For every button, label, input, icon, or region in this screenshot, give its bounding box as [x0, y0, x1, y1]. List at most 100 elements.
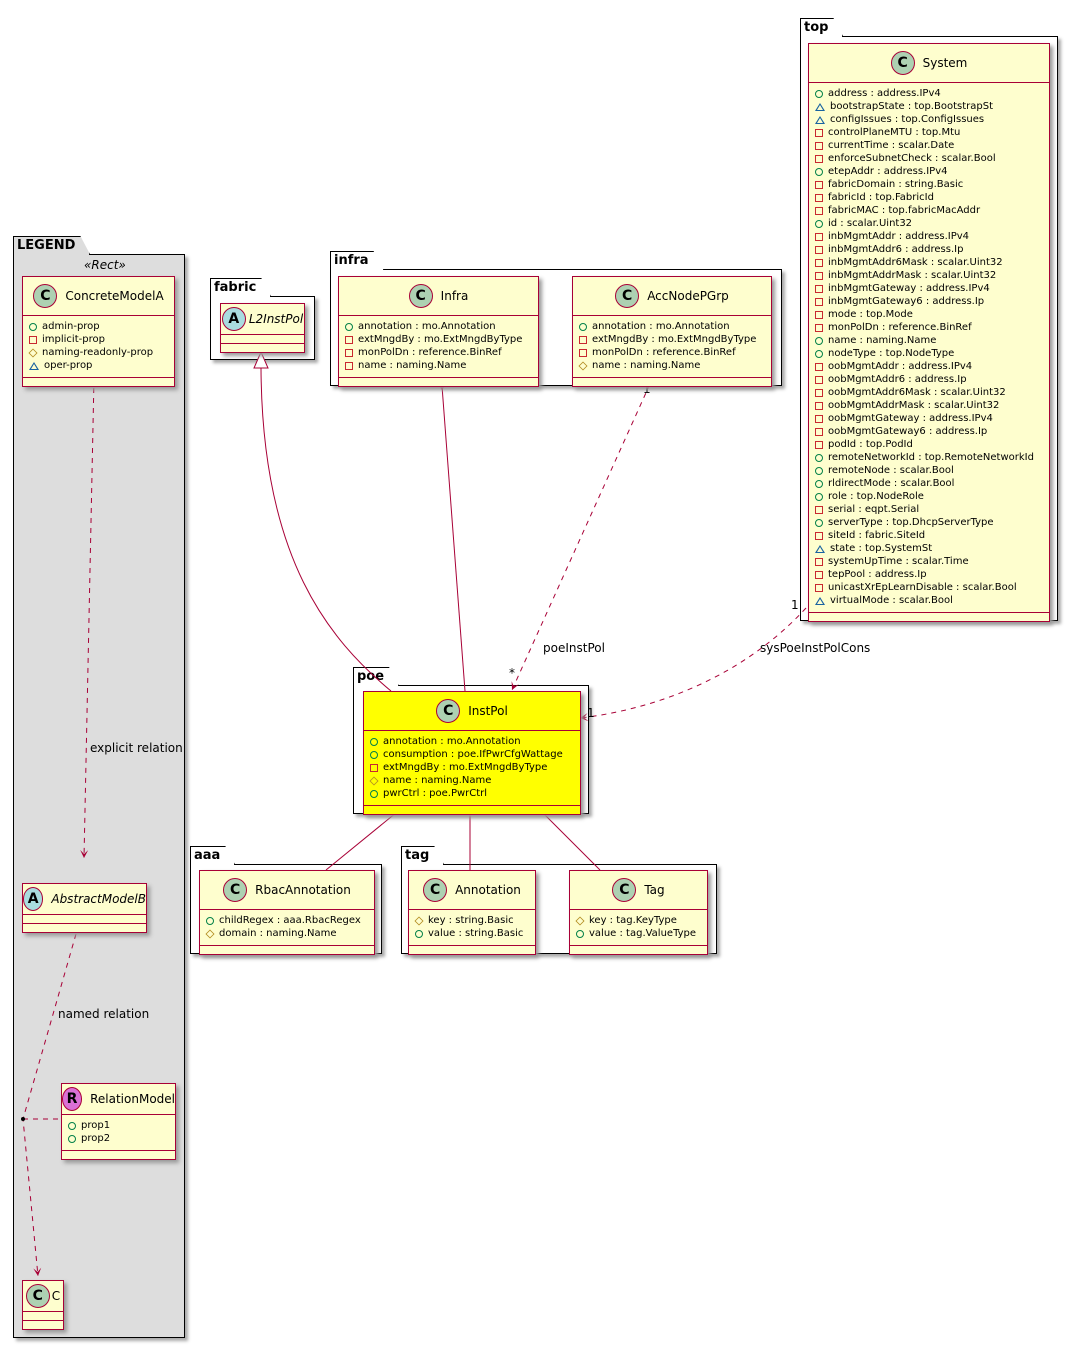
legend-stereotype: «Rect»: [84, 258, 126, 272]
private-visibility-icon: [815, 284, 823, 293]
public-visibility-icon: [815, 479, 823, 488]
attribute-row: oobMgmtAddr : address.IPv4: [815, 360, 1043, 373]
public-visibility-icon: [815, 518, 823, 527]
attribute-row: extMngdBy : mo.ExtMngdByType: [345, 333, 532, 346]
private-visibility-icon: [815, 232, 823, 241]
public-visibility-icon: [370, 737, 378, 746]
attribute-row: id : scalar.Uint32: [815, 217, 1043, 230]
attribute-text: key : tag.KeyType: [589, 915, 677, 926]
attribute-row: bootstrapState : top.BootstrapSt: [815, 100, 1043, 113]
private-visibility-icon: [815, 583, 823, 592]
class-icon: C: [890, 51, 915, 75]
class-abstract-model-b[interactable]: A AbstractModelB: [22, 883, 147, 933]
package-top-label: top: [800, 18, 843, 37]
attribute-row: oobMgmtAddr6 : address.Ip: [815, 373, 1043, 386]
attribute-row: controlPlaneMTU : top.Mtu: [815, 126, 1043, 139]
generalization-line: [260, 367, 392, 692]
attribute-text: oper-prop: [44, 360, 93, 371]
protected-visibility-icon: [578, 360, 588, 371]
generalization-arrowhead: [253, 350, 269, 369]
class-icon: C: [25, 1284, 50, 1308]
attribute-row: childRegex : aaa.RbacRegex: [206, 914, 368, 927]
private-visibility-icon: [815, 310, 823, 319]
poe-inst-pol-source-mult: 1: [643, 382, 651, 396]
attribute-row: annotation : mo.Annotation: [579, 320, 765, 333]
attribute-row: admin-prop: [29, 320, 168, 333]
attribute-row: address : address.IPv4: [815, 87, 1043, 100]
package-visibility-icon: [815, 102, 825, 111]
class-icon: C: [612, 878, 637, 902]
attribute-text: mode : top.Mode: [828, 309, 913, 320]
attribute-row: enforceSubnetCheck : scalar.Bool: [815, 152, 1043, 165]
attribute-text: unicastXrEpLearnDisable : scalar.Bool: [828, 582, 1017, 593]
protected-visibility-icon: [28, 347, 38, 358]
attribute-row: fabricId : top.FabricId: [815, 191, 1043, 204]
public-visibility-icon: [815, 492, 823, 501]
public-visibility-icon: [579, 322, 587, 331]
attribute-text: inbMgmtGateway6 : address.Ip: [828, 296, 985, 307]
attribute-row: consumption : poe.IfPwrCfgWattage: [370, 748, 574, 761]
attribute-text: serial : eqpt.Serial: [828, 504, 920, 515]
attribute-row: naming-readonly-prop: [28, 346, 168, 359]
attribute-row: fabricMAC : top.fabricMacAddr: [815, 204, 1043, 217]
abstract-class-icon: A: [23, 887, 44, 911]
attribute-row: extMngdBy : mo.ExtMngdByType: [370, 761, 574, 774]
attribute-text: role : top.NodeRole: [828, 491, 924, 502]
class-name: AbstractModelB: [51, 892, 146, 906]
protected-visibility-icon: [205, 928, 215, 939]
attribute-row: oobMgmtAddr6Mask : scalar.Uint32: [815, 386, 1043, 399]
attribute-row: virtualMode : scalar.Bool: [815, 594, 1043, 607]
class-name: C: [51, 1289, 61, 1303]
attribute-text: podId : top.PodId: [828, 439, 913, 450]
attribute-text: prop1: [81, 1120, 111, 1131]
public-visibility-icon: [815, 349, 823, 358]
attribute-text: inbMgmtAddrMask : scalar.Uint32: [828, 270, 997, 281]
private-visibility-icon: [815, 141, 823, 150]
composition-tag-line: [537, 807, 601, 871]
class-icon: C: [223, 878, 248, 902]
private-visibility-icon: [370, 763, 378, 772]
public-visibility-icon: [815, 89, 823, 98]
attribute-row: nodeType : top.NodeType: [815, 347, 1043, 360]
public-visibility-icon: [370, 789, 378, 798]
attribute-row: name : naming.Name: [815, 334, 1043, 347]
public-visibility-icon: [576, 929, 584, 938]
attribute-text: fabricDomain : string.Basic: [828, 179, 964, 190]
attribute-row: podId : top.PodId: [815, 438, 1043, 451]
attribute-text: monPolDn : reference.BinRef: [592, 347, 736, 358]
attribute-text: bootstrapState : top.BootstrapSt: [830, 101, 993, 112]
attribute-text: name : naming.Name: [828, 335, 937, 346]
attribute-text: rldirectMode : scalar.Bool: [828, 478, 955, 489]
relation-class-icon: R: [62, 1087, 83, 1111]
poe-inst-pol-label: poeInstPol: [543, 641, 605, 655]
attribute-row: key : tag.KeyType: [575, 914, 701, 927]
attribute-row: systemUpTime : scalar.Time: [815, 555, 1043, 568]
attribute-row: oobMgmtAddrMask : scalar.Uint32: [815, 399, 1043, 412]
attribute-text: childRegex : aaa.RbacRegex: [219, 915, 361, 926]
private-visibility-icon: [579, 335, 587, 344]
private-visibility-icon: [815, 557, 823, 566]
class-icon: C: [436, 699, 461, 723]
attribute-text: oobMgmtAddr6 : address.Ip: [828, 374, 967, 385]
private-visibility-icon: [815, 440, 823, 449]
private-visibility-icon: [815, 375, 823, 384]
attribute-text: implicit-prop: [42, 334, 105, 345]
private-visibility-icon: [815, 180, 823, 189]
attribute-row: oobMgmtGateway6 : address.Ip: [815, 425, 1043, 438]
private-visibility-icon: [815, 206, 823, 215]
attribute-text: systemUpTime : scalar.Time: [828, 556, 969, 567]
private-visibility-icon: [815, 193, 823, 202]
public-visibility-icon: [68, 1134, 76, 1143]
